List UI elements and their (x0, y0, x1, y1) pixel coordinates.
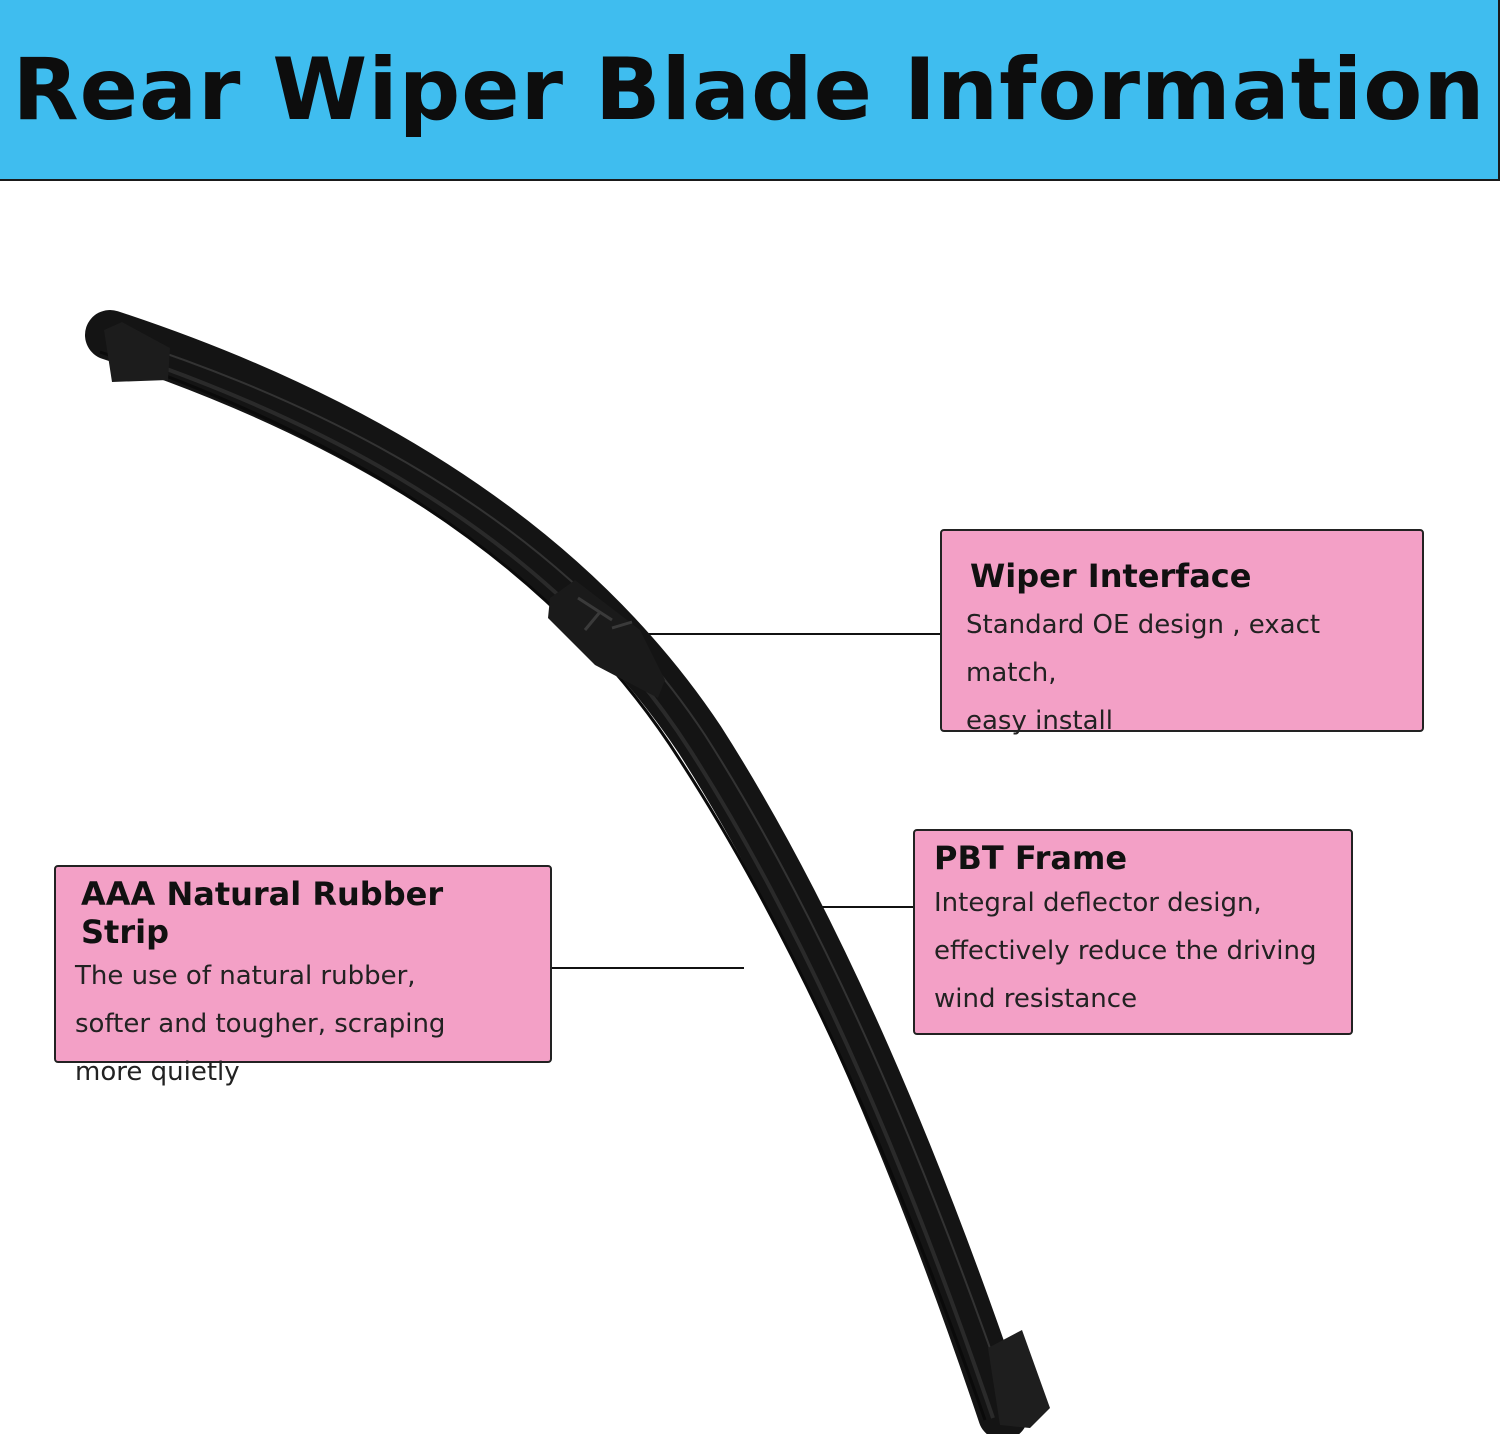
callout-wiper-interface: Wiper Interface Standard OE design , exa… (940, 529, 1424, 736)
callout-pbt-frame: PBT Frame Integral deflector design, eff… (913, 829, 1353, 1035)
wiper-blade (85, 310, 1050, 1434)
callout-title: PBT Frame (934, 839, 1128, 877)
callout-description: Standard OE design , exact match, easy i… (966, 610, 1321, 737)
callout-description: The use of natural rubber, softer and to… (75, 960, 446, 1087)
blade-end-cap-top (104, 322, 170, 382)
callout-title: AAA Natural Rubber Strip (81, 875, 444, 952)
callout-description: Integral deflector design, effectively r… (934, 888, 1317, 1015)
callout-rubber-strip: AAA Natural Rubber Strip The use of natu… (54, 865, 552, 1087)
callout-title: Wiper Interface (970, 557, 1252, 595)
wiper-interface-adapter (548, 580, 665, 698)
header-banner: Rear Wiper Blade Information (0, 0, 1500, 181)
blade-end-cap-bottom (988, 1330, 1050, 1428)
page-title: Rear Wiper Blade Information (12, 39, 1486, 140)
